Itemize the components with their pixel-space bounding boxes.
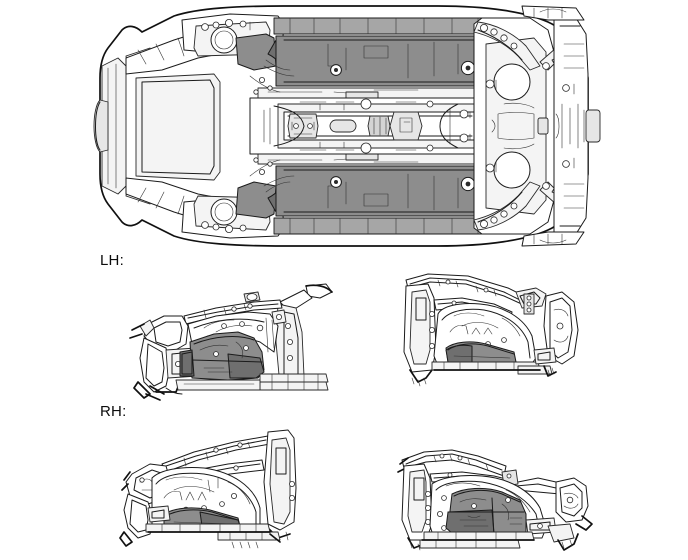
underbody-svg (93, 5, 601, 247)
lh-front-svg (129, 283, 333, 401)
highlight-rocker-inner-lh (275, 35, 497, 87)
side-body-rh-rear-figure (397, 428, 596, 551)
rh-front-svg (119, 429, 297, 549)
highlight-rocker-outer-lh (273, 17, 499, 35)
side-body-rh-front-figure (118, 428, 318, 550)
rh-rear-svg (397, 449, 593, 551)
lh-rear-svg (403, 273, 579, 387)
highlight-rocker-outer-rh (273, 217, 499, 235)
underbody-plan-figure (78, 4, 608, 249)
side-body-lh-rear-figure (398, 270, 583, 395)
label-lh: LH: (100, 252, 124, 269)
highlight-rocker-inner-rh (275, 165, 497, 217)
side-body-lh-front-figure (120, 282, 335, 401)
label-rh: RH: (100, 403, 127, 420)
